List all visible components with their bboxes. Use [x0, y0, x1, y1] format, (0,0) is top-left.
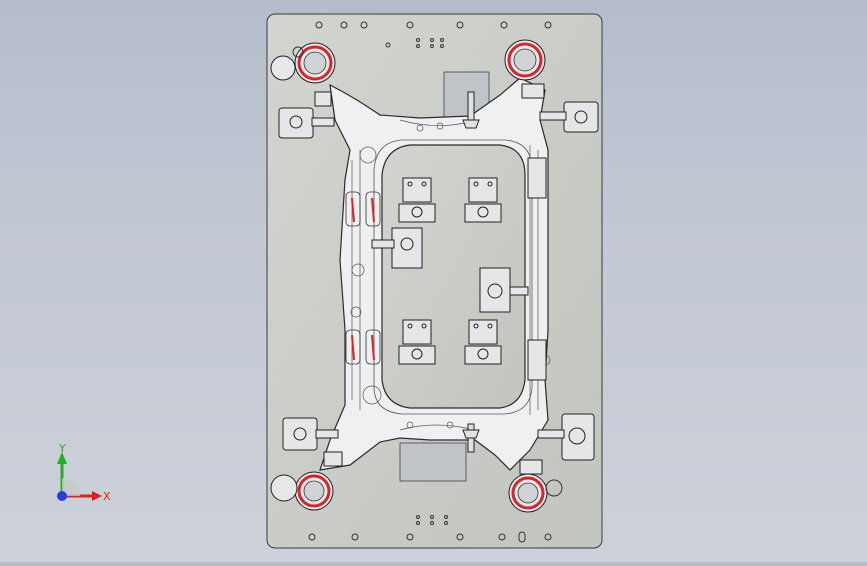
locator-5	[398, 319, 436, 365]
y-axis-label: Y	[58, 442, 66, 455]
locator-6	[464, 319, 502, 365]
bushing-top-right	[504, 39, 546, 81]
plate-holes	[308, 21, 552, 543]
clamp-top-left	[278, 91, 335, 139]
z-axis-dot	[57, 491, 67, 501]
clamp-top-right	[521, 83, 599, 133]
corner-bushings[interactable]	[270, 39, 563, 513]
x-axis-arrow	[92, 491, 102, 501]
clamp-bottom-left	[282, 417, 343, 467]
lower-support-pad	[399, 442, 467, 482]
right-rail-supports	[527, 157, 547, 381]
y-axis-arrow	[57, 452, 67, 464]
locator-blocks[interactable]	[371, 177, 529, 365]
locating-pins	[462, 91, 480, 453]
bushing-bottom-left	[270, 471, 334, 511]
locator-2	[464, 177, 502, 223]
locator-1	[398, 177, 436, 223]
locator-3	[371, 227, 423, 269]
clamp-bottom-right	[519, 413, 595, 475]
coordinate-triad: Y X	[40, 438, 120, 508]
bushing-bottom-right	[508, 473, 563, 513]
x-axis-label: X	[103, 490, 111, 503]
left-rail-bushings	[351, 197, 375, 361]
clamp-units[interactable]	[278, 83, 599, 475]
locator-4	[479, 267, 529, 313]
bushing-top-left	[270, 42, 336, 84]
